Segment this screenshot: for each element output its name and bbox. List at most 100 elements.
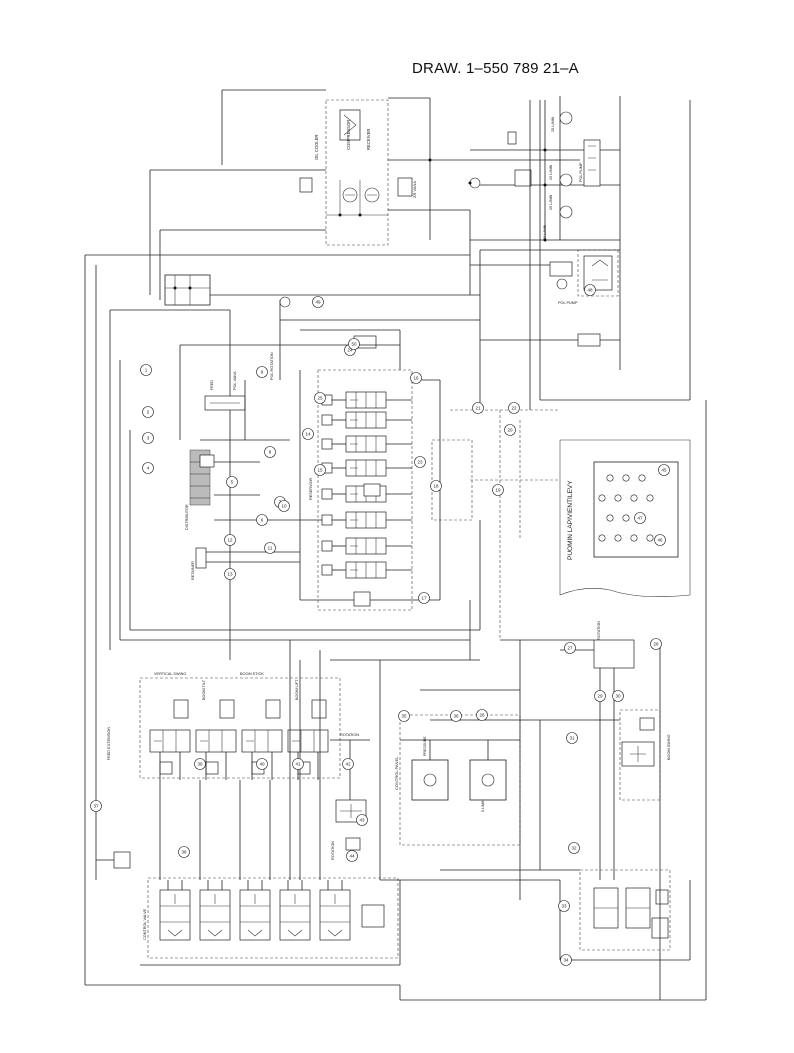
main-valve-section [199, 880, 231, 941]
stack-valve [321, 561, 412, 579]
main-valve-section [319, 880, 351, 941]
callout-bubble: 15 [314, 464, 326, 476]
pol-pump-label: POL PUMP [579, 162, 583, 182]
stack-valve [321, 459, 412, 477]
callout-number: 35 [401, 714, 407, 719]
callout-number: 46 [657, 538, 663, 543]
callout-number: 33 [561, 904, 567, 909]
callout-bubble: 17 [418, 592, 430, 604]
rotation-top-label: ROTATION [597, 621, 601, 640]
callout-number: 8 [269, 450, 272, 455]
manifold-block [84, 170, 480, 985]
lmin-label-20: 20 L/MIN [549, 164, 553, 180]
callout-number: 43 [359, 818, 365, 823]
oil-cooler-label: OIL COOLER [314, 135, 319, 160]
main-valve-section [159, 880, 191, 941]
retainer-section: RETAINER DISTRIBUTOR [185, 449, 330, 580]
pol-pump-label-2: POL PUMP [558, 301, 578, 305]
boom-swing-section: ROTATION BOOM SWING [380, 400, 707, 1001]
boom-valve [149, 699, 191, 780]
boom-valve-bank: VERTICAL SWING BOOM TILT BOOM STICK BOOM… [107, 672, 341, 780]
callout-number: 23 [417, 460, 423, 465]
callout-bubble: 1 [140, 364, 152, 376]
callout-number: 11 [268, 546, 273, 551]
lmin-label-5: 5 L/MIN [481, 799, 485, 812]
board-port [614, 494, 622, 502]
compressor-unit: OIL COOLER COMPRESSOR RECEIVER ZR VANA [150, 89, 580, 246]
callout-bubble: 44 [346, 850, 358, 862]
callout-bubble: 49 [312, 296, 324, 308]
callout-number: 38 [181, 850, 187, 855]
boom-tilt-label: BOOM TILT [202, 679, 206, 700]
callout-number: 49 [315, 300, 321, 305]
callout-bubble: 34 [560, 954, 572, 966]
rotation-label-2: ROTATION [331, 841, 335, 860]
stack-valve [321, 435, 412, 453]
callout-bubble: 13 [224, 568, 236, 580]
signal-lines [450, 100, 691, 640]
callout-number: 16 [413, 376, 419, 381]
callout-bubble: 50 [348, 338, 360, 350]
callout-bubble: 36 [450, 710, 462, 722]
callout-bubble: 33 [558, 900, 570, 912]
callout-number: 17 [421, 596, 427, 601]
main-control-valve: CONTROL VALVE [85, 851, 401, 986]
board-port [638, 474, 646, 482]
callout-bubble: 47 [634, 512, 646, 524]
callout-number: 2 [147, 410, 150, 415]
trunk-lines [119, 360, 541, 900]
callout-bubble: 3 [142, 432, 154, 444]
boom-valve [241, 699, 283, 780]
boom-swing-label: BOOM SWING [667, 734, 671, 760]
callout-layer: 1234567891011121314151617181920212223242… [90, 284, 670, 966]
callout-bubble: 43 [356, 814, 368, 826]
callout-number: 31 [569, 736, 575, 741]
callout-bubble: 25 [314, 392, 326, 404]
lmin-label-30: 30 L/MIN [543, 224, 547, 240]
callout-number: 39 [197, 762, 203, 767]
callout-bubble: 14 [302, 428, 314, 440]
pol-rotation-label: POL ROTATION [270, 352, 274, 380]
pressure-label: PRESSURE [423, 736, 427, 756]
callout-number: 22 [511, 406, 517, 411]
callout-number: 34 [563, 958, 569, 963]
callout-number: 29 [597, 694, 603, 699]
callout-number: 1 [145, 368, 148, 373]
callout-bubble: 28 [650, 638, 662, 650]
board-port [598, 494, 606, 502]
callout-number: 30 [615, 694, 621, 699]
callout-bubble: 9 [256, 366, 268, 378]
compressor-label: COMPRESSOR [346, 120, 351, 150]
callout-bubble: 22 [508, 402, 520, 414]
callout-bubble: 35 [398, 710, 410, 722]
retainer-label: RETAINER [191, 561, 195, 580]
pressure-section: POL ROTATION FEED POL VANA [179, 296, 480, 660]
callout-bubble: 2 [142, 406, 154, 418]
callout-bubble: 37 [90, 800, 102, 812]
callout-bubble: 11 [264, 542, 276, 554]
board-port [630, 494, 638, 502]
callout-number: 48 [587, 288, 593, 293]
boom-lift-label: BOOM LIFT [295, 679, 299, 700]
callout-bubble: 45 [658, 464, 670, 476]
board-port [622, 514, 630, 522]
callout-bubble: 40 [256, 758, 268, 770]
callout-number: 21 [475, 406, 481, 411]
callout-bubble: 23 [414, 456, 426, 468]
callout-number: 36 [453, 714, 459, 719]
callout-bubble: 26 [476, 709, 488, 721]
board-port [606, 514, 614, 522]
control-panel-label: CONTROL PANEL [394, 756, 399, 790]
receiver-label: RECEIVER [366, 129, 371, 150]
stack-valve [321, 511, 412, 529]
callout-number: 18 [433, 484, 439, 489]
callout-bubble: 21 [472, 402, 484, 414]
board-port [646, 494, 654, 502]
callout-bubble: 19 [492, 484, 504, 496]
callout-bubble: 39 [194, 758, 206, 770]
board-port [630, 534, 638, 542]
callout-number: 42 [345, 762, 351, 767]
control-board: PUOMIN LAPIVIENTILEVY [559, 439, 691, 597]
